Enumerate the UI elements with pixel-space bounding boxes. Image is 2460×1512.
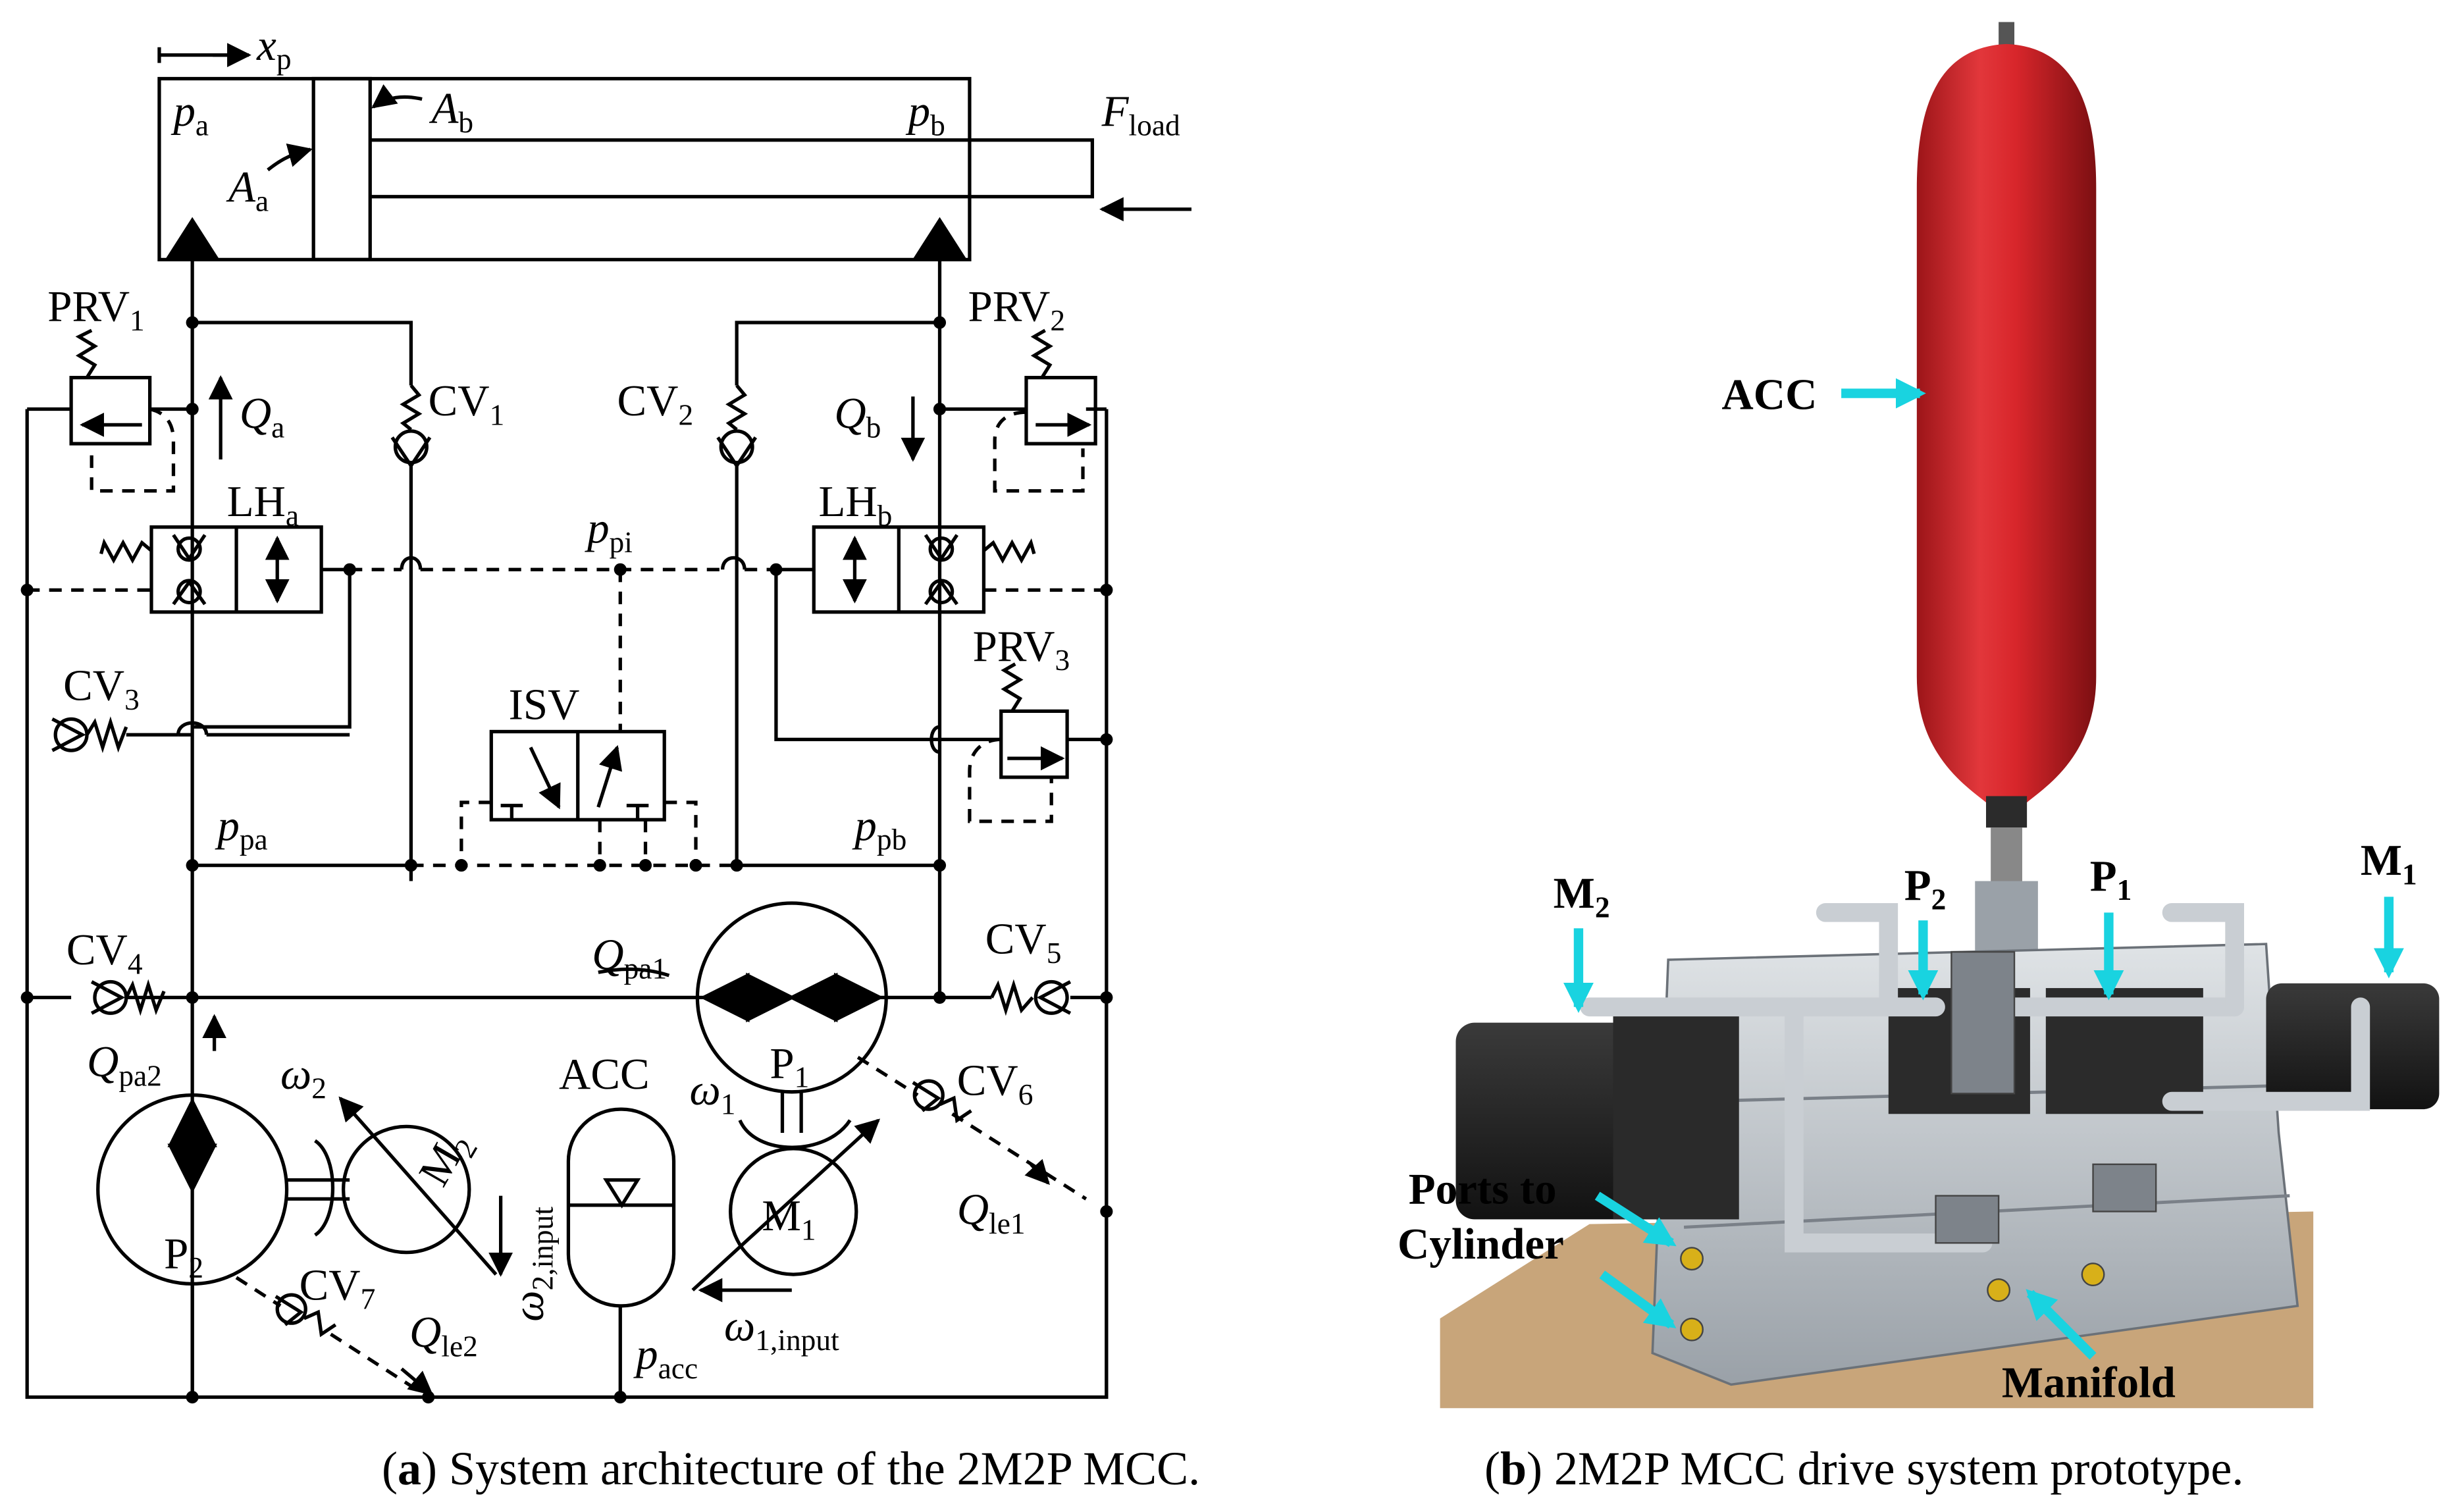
label-cv7: CV7 xyxy=(300,1261,376,1315)
prv3-valve xyxy=(939,662,1107,823)
cv5-valve xyxy=(990,979,1072,1016)
label-lhb: LHb xyxy=(818,477,892,532)
label-m2: M2 xyxy=(409,1122,484,1197)
label-pb: pb xyxy=(906,87,945,142)
junction-dots xyxy=(20,316,1113,1404)
label-prv2: PRV2 xyxy=(968,282,1066,337)
label-cv1: CV1 xyxy=(429,377,505,431)
label-cv3: CV3 xyxy=(63,662,140,716)
label-qpa1: Qpa1 xyxy=(592,930,667,985)
label-ppa: ppa xyxy=(215,801,267,856)
caption-b: (b) 2M2P MCC drive system prototype. xyxy=(1484,1442,2244,1495)
photo-label-m2: M2 xyxy=(1554,869,1610,924)
accumulator xyxy=(1916,22,2097,952)
label-cv2: CV2 xyxy=(617,377,694,431)
lhb-valve xyxy=(774,525,1107,742)
cv6-valve xyxy=(856,997,1109,1397)
label-qle2: Qle2 xyxy=(409,1308,478,1363)
p1-pump xyxy=(695,901,888,1149)
cv3-valve xyxy=(51,716,350,754)
label-pa: pa xyxy=(170,87,209,142)
caption-a: (a) System architecture of the 2M2P MCC. xyxy=(382,1442,1201,1495)
label-xp: xp xyxy=(256,21,291,76)
label-qb: Qb xyxy=(834,389,881,444)
cv1-valve xyxy=(390,384,432,881)
label-lha: LHa xyxy=(227,477,299,532)
hydraulic-schematic xyxy=(20,43,1191,1404)
label-acc: ACC xyxy=(559,1050,650,1099)
label-ab: Ab xyxy=(429,84,473,138)
p2-pump xyxy=(96,1093,350,1397)
label-m1: M1 xyxy=(762,1191,816,1246)
photo-label-acc: ACC xyxy=(1721,370,1817,419)
prv2-valve xyxy=(939,328,1097,493)
m1-motor xyxy=(691,1118,881,1303)
label-omega2input: ω2,input xyxy=(504,1207,559,1322)
cv2-valve xyxy=(716,384,758,866)
label-qle1: Qle1 xyxy=(957,1186,1026,1240)
label-fload: Fload xyxy=(1101,87,1180,142)
label-omega1input: ω1,input xyxy=(724,1301,839,1356)
label-prv1: PRV1 xyxy=(47,282,145,337)
label-p1: P1 xyxy=(770,1039,809,1093)
label-pacc: pacc xyxy=(633,1330,698,1384)
prv1-valve xyxy=(69,328,193,493)
label-ppi: ppi xyxy=(585,504,633,559)
photo-label-p1: P1 xyxy=(2090,852,2132,906)
label-omega2: ω2 xyxy=(280,1050,327,1105)
label-cv5: CV5 xyxy=(985,914,1062,969)
photo-label-manifold: Manifold xyxy=(2002,1359,2176,1407)
cv4-valve xyxy=(90,979,166,1016)
label-qpa2: Qpa2 xyxy=(87,1037,162,1092)
photo-label-ports-line2: Cylinder xyxy=(1398,1220,1564,1268)
label-qa: Qa xyxy=(240,389,284,444)
m2-motor xyxy=(338,1096,513,1277)
photo-label-ports-line1: Ports to xyxy=(1409,1165,1557,1214)
label-prv3: PRV3 xyxy=(973,622,1070,677)
label-p2: P2 xyxy=(164,1230,203,1284)
label-aa: Aa xyxy=(226,163,269,217)
label-isv: ISV xyxy=(509,680,580,729)
acc-accumulator xyxy=(566,1107,676,1397)
photo-label-m1: M1 xyxy=(2361,836,2417,891)
pipes xyxy=(1580,902,2370,1253)
callouts xyxy=(1563,378,2404,1360)
label-ppb: ppb xyxy=(852,801,906,856)
lha-valve xyxy=(27,525,352,729)
label-omega1: ω1 xyxy=(689,1066,735,1120)
cylinder xyxy=(157,43,1191,262)
motor-m2 xyxy=(1455,1006,1739,1220)
cv7-valve xyxy=(235,1276,434,1399)
prototype-photo: ACC M2 P2 P1 M1 Ports to Cylinder Manifo… xyxy=(1398,0,2460,1417)
isv-valve xyxy=(411,729,737,868)
label-cv4: CV4 xyxy=(66,925,143,980)
photo-label-p2: P2 xyxy=(1904,861,1947,916)
label-cv6: CV6 xyxy=(957,1056,1034,1111)
